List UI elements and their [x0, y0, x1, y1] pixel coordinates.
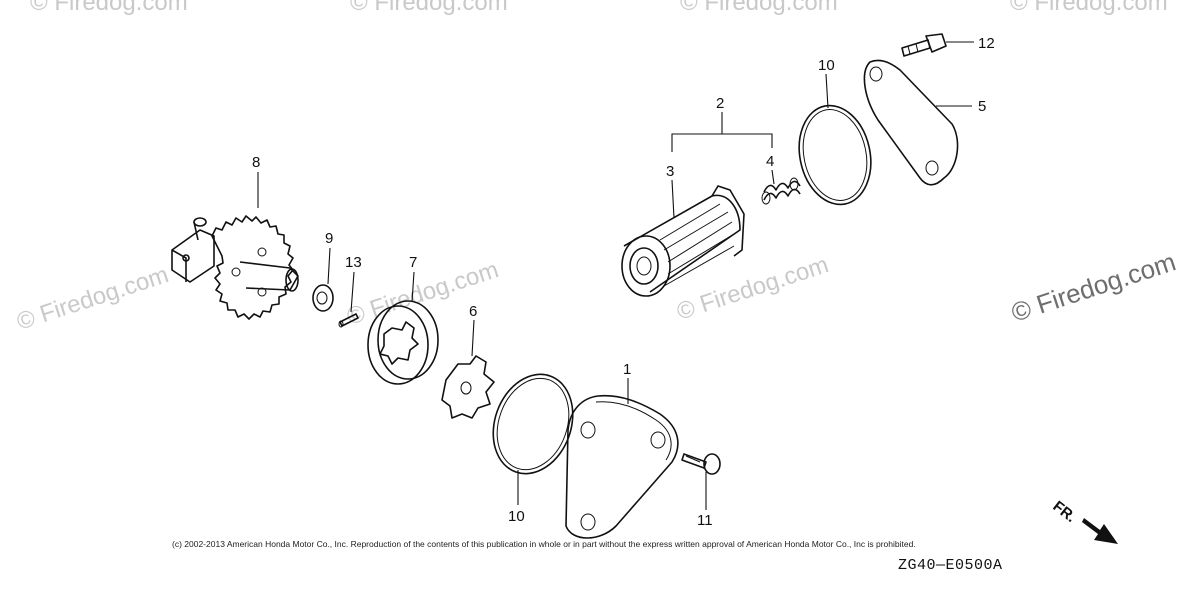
watermark: © Firedog.com	[680, 0, 838, 16]
callout-6: 6	[469, 303, 477, 320]
part-9-washer	[312, 284, 334, 312]
watermark: © Firedog.com	[350, 0, 508, 16]
front-label: FR.	[1050, 498, 1080, 526]
part-11-screw	[681, 453, 721, 475]
callout-2: 2	[716, 95, 724, 112]
part-8-gear-shaft	[171, 215, 299, 320]
copyright-notice: (c) 2002-2013 American Honda Motor Co., …	[172, 539, 916, 549]
callout-7: 7	[409, 254, 417, 271]
leader-4	[771, 169, 775, 185]
leader-13	[350, 271, 355, 313]
watermark-group: © Firedog.com © Firedog.com © Firedog.co…	[14, 0, 1180, 336]
watermark: © Firedog.com	[674, 251, 832, 325]
part-3-oil-filter	[621, 185, 745, 297]
part-5-cover-plate	[863, 59, 959, 186]
callout-1: 1	[623, 361, 631, 378]
callout-5: 5	[978, 98, 986, 115]
callout-13: 13	[345, 254, 362, 271]
callout-11: 11	[697, 512, 713, 529]
part-6-inner-rotor	[441, 355, 495, 419]
callout-10-upper: 10	[818, 57, 835, 74]
part-1-pump-cover	[565, 394, 679, 539]
watermark: © Firedog.com	[30, 0, 188, 16]
leader-10-upper	[825, 73, 829, 109]
brand-watermark: © Firedog.com	[1008, 246, 1180, 327]
part-12-bolt	[901, 33, 947, 57]
callout-10-lower: 10	[508, 508, 525, 525]
callout-8: 8	[252, 154, 260, 171]
callout-12: 12	[978, 35, 995, 52]
watermark: © Firedog.com	[1010, 0, 1168, 16]
leader-lines	[257, 41, 974, 510]
diagram-code: ZG40—E0500A	[898, 557, 1003, 574]
leader-3	[671, 179, 675, 219]
part-7-outer-rotor	[367, 300, 439, 385]
callout-3: 3	[666, 163, 674, 180]
part-10-o-ring-lower	[492, 373, 574, 475]
part-13-pin	[338, 313, 359, 328]
part-10-o-ring-upper	[798, 104, 872, 206]
front-direction-marker: FR.	[1050, 498, 1118, 544]
watermark: © Firedog.com	[14, 261, 172, 335]
callout-9: 9	[325, 230, 333, 247]
front-arrow-icon	[1082, 518, 1118, 544]
callout-4: 4	[766, 153, 774, 170]
leader-2-bracket	[671, 133, 773, 152]
leader-7	[411, 271, 415, 303]
watermark: © Firedog.com	[344, 256, 502, 330]
callout-labels: 8 9 13 7 6 10 1 11 2 3 4 10 5 12	[252, 35, 995, 529]
leader-9	[327, 247, 331, 285]
part-4-spring	[761, 177, 801, 205]
leader-6	[471, 319, 475, 357]
